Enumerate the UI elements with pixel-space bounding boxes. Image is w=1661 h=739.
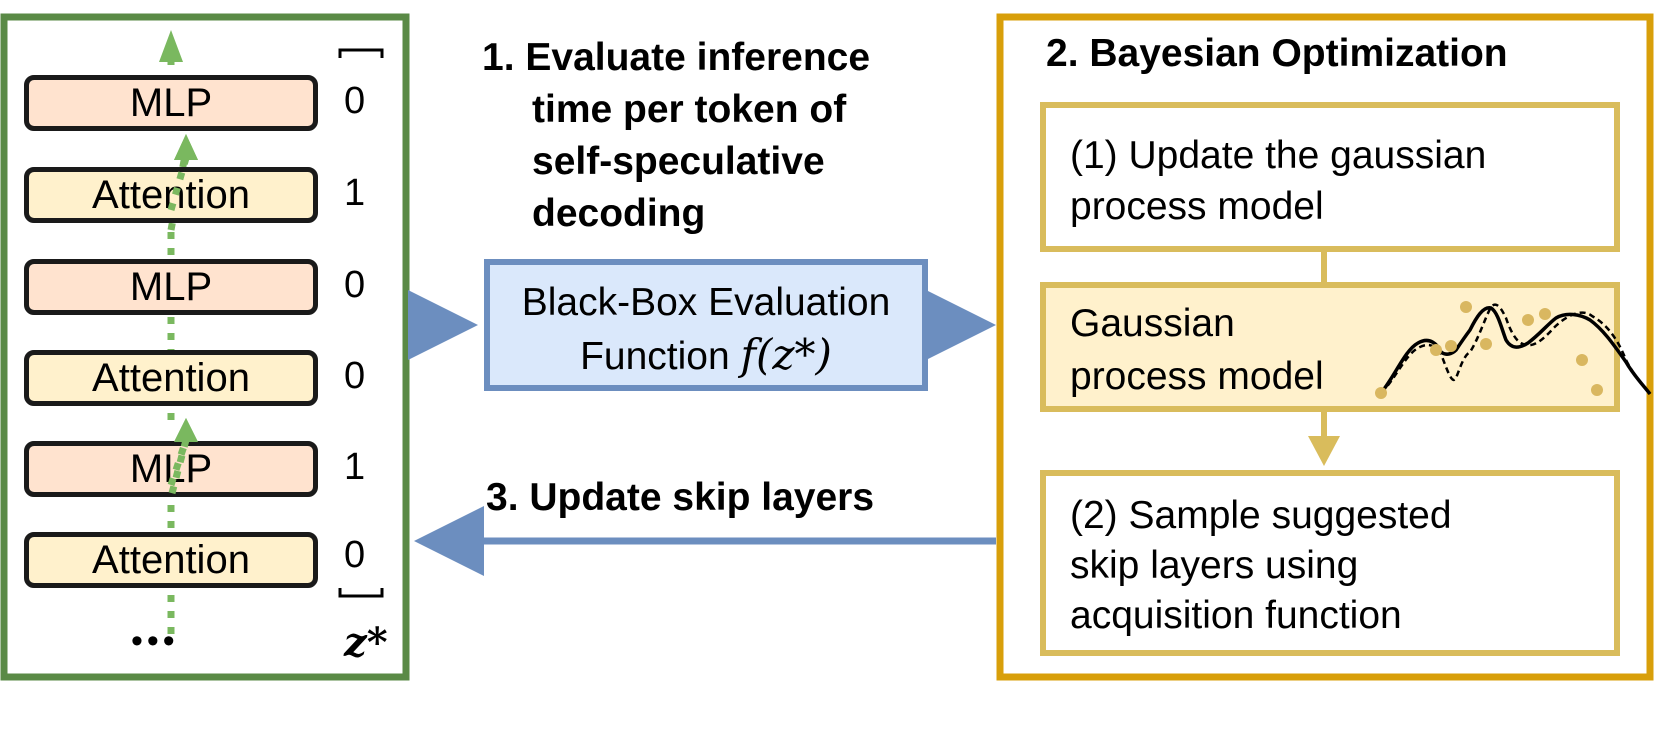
skip-bit-5: 1 (344, 446, 366, 488)
vector-label: z* (344, 619, 388, 666)
evaluation-function-formula: f(z*) (740, 330, 832, 379)
step2-heading: 2. Bayesian Optimization (1046, 32, 1508, 75)
sample-line3: acquisition function (1070, 594, 1402, 637)
step1-heading-line3: self-speculative (532, 140, 825, 183)
gp-model-line1: Gaussian (1070, 302, 1235, 345)
evaluation-box-line1: Black-Box Evaluation (521, 281, 891, 324)
gp-model-line2: process model (1070, 355, 1324, 398)
layer-box-mlp-2: MLP (24, 259, 318, 315)
ellipsis: ••• (131, 622, 179, 660)
layer-box-mlp-3: MLP (24, 441, 318, 497)
layer-box-attention-2: Attention (24, 350, 318, 406)
layer-box-mlp-1: MLP (24, 75, 318, 131)
layer-box-attention-1: Attention (24, 167, 318, 223)
update-gp-line2: process model (1070, 185, 1324, 228)
sample-line2: skip layers using (1070, 544, 1359, 587)
vector-bracket (338, 48, 384, 598)
black-box-evaluation-box: Black-Box Evaluation Function f(z*) (484, 259, 928, 391)
skip-bit-6: 0 (344, 534, 366, 576)
layer-stack-frame (0, 13, 410, 681)
skip-bit-2: 1 (344, 172, 366, 214)
step1-heading-line2: time per token of (532, 88, 847, 131)
gp-model-box: Gaussian process model (1040, 282, 1620, 412)
sample-skip-layers-box: (2) Sample suggested skip layers using a… (1040, 470, 1620, 656)
evaluation-box-function-word: Function (580, 335, 741, 378)
arrowhead-gp-to-sample (1308, 436, 1340, 466)
step1-heading-line1: 1. Evaluate inference (482, 36, 871, 79)
evaluation-box-line2: Function f(z*) (490, 329, 922, 383)
update-gp-box: (1) Update the gaussian process model (1040, 102, 1620, 252)
skip-bit-3: 0 (344, 264, 366, 306)
update-gp-line1: (1) Update the gaussian (1070, 134, 1487, 177)
skip-bit-4: 0 (344, 355, 366, 397)
step1-heading-line4: decoding (532, 192, 706, 235)
layer-box-attention-3: Attention (24, 532, 318, 588)
step3-heading: 3. Update skip layers (486, 476, 875, 519)
skip-bit-1: 0 (344, 80, 366, 122)
sample-line1: (2) Sample suggested (1070, 494, 1452, 537)
